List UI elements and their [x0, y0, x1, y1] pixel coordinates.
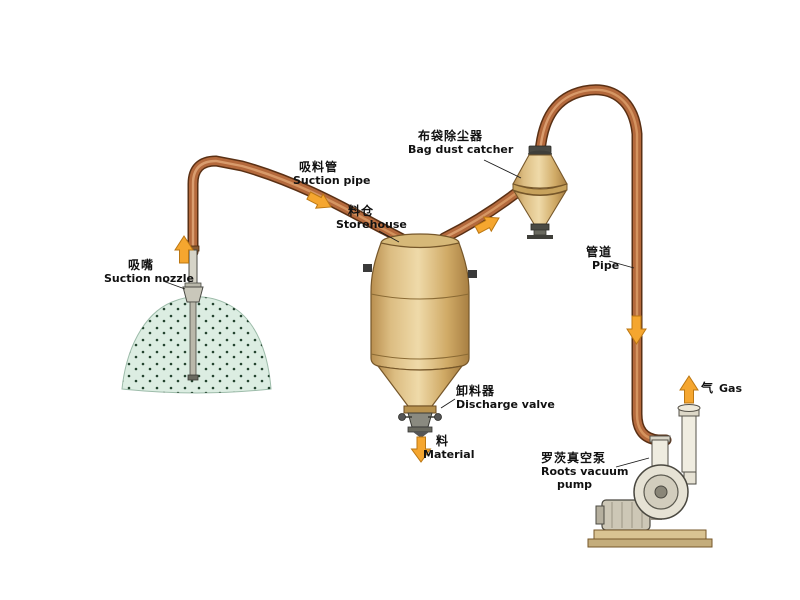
discharge-valve-label: 卸料器 Discharge valve [456, 384, 555, 412]
suction-up-arrow-icon [174, 235, 194, 264]
suction-nozzle-label-zh: 吸嘴 [128, 258, 155, 272]
suction-pipe-label-en: Suction pipe [293, 174, 371, 187]
roots-vacuum-pump [587, 404, 713, 548]
roots-pump-label-en2: pump [557, 478, 593, 491]
material-pile [121, 296, 272, 394]
pipe-down-arrow-icon [626, 315, 647, 345]
material-label: 料 Material [423, 434, 475, 462]
gas-label-en: Gas [719, 382, 743, 395]
transfer-flow-arrow-icon [474, 216, 500, 234]
suction-pipe [187, 155, 416, 258]
suction-flow-arrow-icon [306, 191, 332, 209]
storehouse-label-en: Storehouse [336, 218, 407, 231]
gas-label-zh: 气 [701, 381, 715, 395]
bag-dust-catcher [512, 145, 568, 239]
gas-outlet-pipe [677, 404, 701, 473]
bag-dust-catcher-label-en: Bag dust catcher [408, 143, 514, 156]
leader-lines [162, 159, 650, 468]
roots-pump-label: 罗茨真空泵 Roots vacuum pump [541, 451, 629, 492]
discharge-valve [398, 405, 442, 438]
discharge-valve-label-en: Discharge valve [456, 398, 555, 411]
material-label-en: Material [423, 448, 475, 461]
material-down-arrow-icon [410, 436, 432, 463]
suction-nozzle-label: 吸嘴 Suction nozzle [104, 258, 194, 286]
storehouse-label: 料仓 Storehouse [336, 204, 407, 232]
gas-label: 气 Gas [701, 381, 743, 396]
pipe-label-en: Pipe [592, 259, 620, 272]
roots-pump-label-en1: Roots vacuum [541, 465, 629, 478]
storehouse-tank [363, 233, 477, 407]
suction-nozzle-label-en: Suction nozzle [104, 272, 194, 285]
pipe-label-zh: 管道 [586, 245, 613, 259]
pipe-label: 管道 Pipe [586, 245, 620, 273]
roots-pump-label-zh: 罗茨真空泵 [541, 451, 607, 465]
material-label-zh: 料 [436, 434, 450, 448]
gas-up-arrow-icon [679, 375, 699, 404]
bag-dust-catcher-label-zh: 布袋除尘器 [418, 129, 484, 143]
suction-pipe-label-zh: 吸料管 [299, 160, 339, 174]
vacuum-pipe [534, 84, 672, 446]
discharge-valve-label-zh: 卸料器 [456, 384, 496, 398]
storehouse-label-zh: 料仓 [348, 204, 375, 218]
bag-dust-catcher-label: 布袋除尘器 Bag dust catcher [408, 129, 514, 157]
suction-pipe-label: 吸料管 Suction pipe [293, 160, 371, 188]
